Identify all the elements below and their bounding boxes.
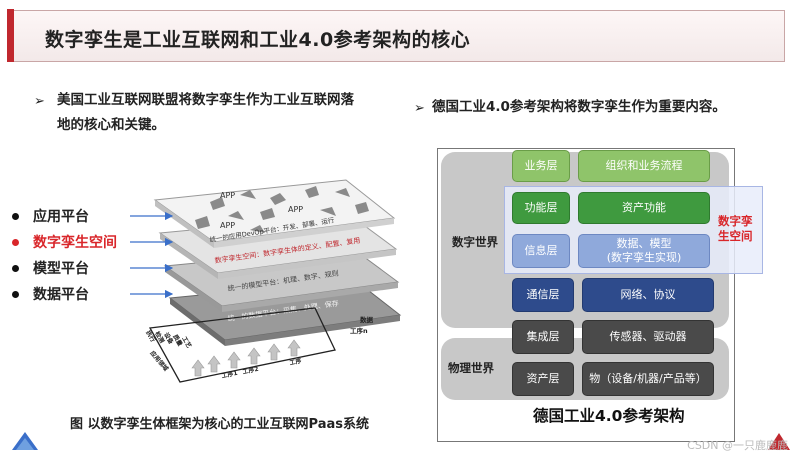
edge-right-label: 数据 <box>360 315 374 324</box>
layer-stack-diagram: 统一的数据平台：采集、处理、保存 统一的模型平台：机理、数字、规则 数字孪生空间… <box>130 179 402 383</box>
layer-integration-name: 集成层 <box>512 320 574 354</box>
bullet-dot-icon <box>12 212 19 220</box>
layer-function-content: 资产功能 <box>578 192 710 224</box>
page-title: 数字孪生是工业互联网和工业4.0参考架构的核心 <box>45 29 471 51</box>
platform-item-data: 数据平台 <box>12 281 117 307</box>
platform-label: 应用平台 <box>33 209 89 225</box>
edge-left-label: 工艺 <box>180 335 193 349</box>
platform-list: 应用平台 数字孪生空间 模型平台 数据平台 <box>12 203 117 307</box>
layer-business-name: 业务层 <box>512 150 570 182</box>
triangle-logo-icon <box>12 432 38 450</box>
watermark: CSDN @一只鹿鹿鹿 <box>687 439 788 452</box>
platform-label: 模型平台 <box>33 261 89 277</box>
triangle-corner-icon <box>768 433 790 450</box>
bullet-arrow-icon: ➢ <box>414 101 425 116</box>
app-tag: APP <box>288 205 303 214</box>
app-tag: APP <box>220 221 235 230</box>
bullet-dot-icon <box>12 290 19 298</box>
step-label: 工序 <box>289 357 302 367</box>
app-shapes <box>195 186 369 233</box>
right-bullet-text: 德国工业4.0参考架构将数字孪生作为重要内容。 <box>432 99 726 115</box>
bullet-arrow-icon: ➢ <box>34 94 45 109</box>
right-figure-caption: 德国工业4.0参考架构 <box>533 407 685 425</box>
digital-world-label: 数字世界 <box>452 235 498 249</box>
physical-world-label: 物理世界 <box>448 361 494 375</box>
app-tag: APP <box>220 191 235 200</box>
platform-label: 数字孪生空间 <box>33 235 117 251</box>
edge-proc-label: 工序n <box>350 326 368 335</box>
platform-label: 数据平台 <box>33 287 89 303</box>
process-arrows <box>191 339 301 377</box>
step-label: 工序2 <box>242 365 259 376</box>
title-bar: 数字孪生是工业互联网和工业4.0参考架构的核心 <box>7 9 785 62</box>
layer-function-name: 功能层 <box>512 192 570 224</box>
title-accent <box>7 9 14 62</box>
edge-bottom-label: 应用领域 <box>148 349 170 373</box>
step-label: 工序1 <box>221 369 238 380</box>
layer-asset-name: 资产层 <box>512 362 574 396</box>
platform-item-app: 应用平台 <box>12 203 117 229</box>
left-bullet-line2: 地的核心和关键。 <box>57 117 165 133</box>
platform-item-twin: 数字孪生空间 <box>12 229 117 255</box>
layer-info-content: 数据、模型 (数字孪生实现) <box>578 234 710 268</box>
layer-comm-name: 通信层 <box>512 278 574 312</box>
layer-comm-content: 网络、协议 <box>582 278 714 312</box>
layer-info-name: 信息层 <box>512 234 570 268</box>
layer-asset-content: 物（设备/机器/产品等） <box>582 362 714 396</box>
bullet-dot-icon <box>12 238 19 246</box>
twin-space-label: 数字孪生空间 <box>718 214 753 243</box>
bullet-dot-icon <box>12 264 19 272</box>
left-figure-caption: 图 以数字孪生体框架为核心的工业互联网Paas系统 <box>70 417 369 432</box>
left-bullet-line1: 美国工业互联网联盟将数字孪生作为工业互联网落 <box>57 92 354 108</box>
platform-item-model: 模型平台 <box>12 255 117 281</box>
layer-business-content: 组织和业务流程 <box>578 150 710 182</box>
layer-integration-content: 传感器、驱动器 <box>582 320 714 354</box>
